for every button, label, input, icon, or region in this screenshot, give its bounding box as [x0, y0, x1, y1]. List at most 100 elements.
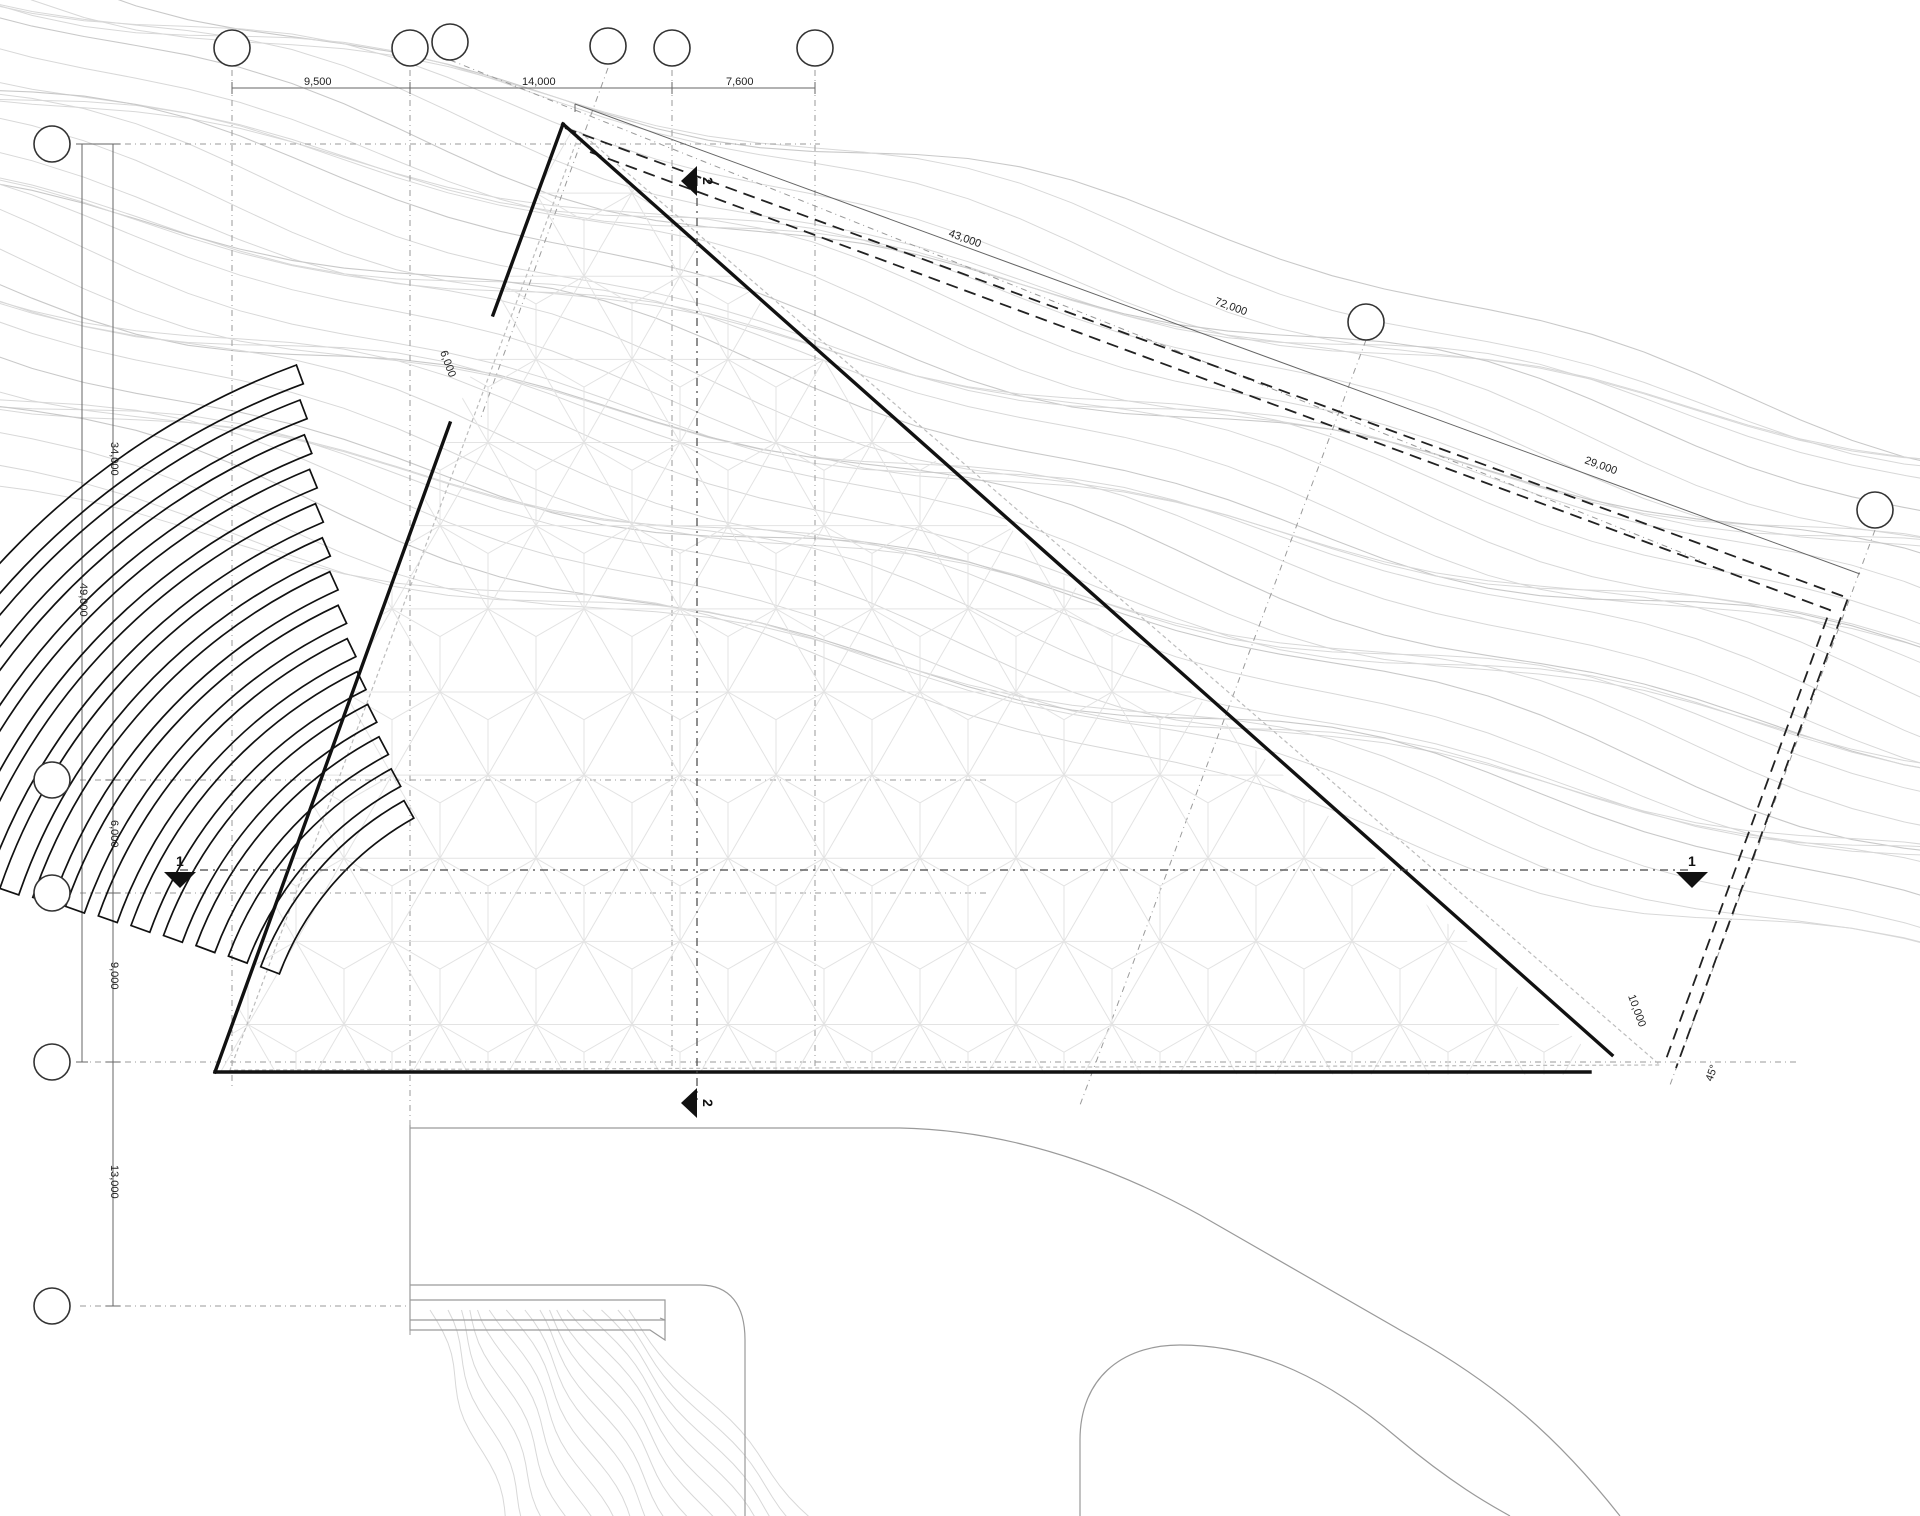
grid-bubble-top-5 — [653, 29, 691, 67]
contour-line — [566, 1309, 737, 1516]
dim-left-lower: 9,000 — [108, 962, 120, 990]
contour-line — [0, 406, 1920, 845]
dim-top-2: 14,000 — [522, 76, 556, 88]
grid-bubble-diag-1 — [1347, 303, 1385, 341]
contour-line — [549, 1309, 688, 1516]
contour-line — [628, 1309, 809, 1516]
grid-bubble-left-2 — [33, 761, 71, 799]
dim-left-upper: 34,000 — [108, 442, 120, 476]
dim-top-1: 9,500 — [304, 76, 332, 88]
grid-bubble-left-4 — [33, 1043, 71, 1081]
contour-line — [0, 485, 1920, 943]
seating-row — [0, 536, 332, 896]
contour-line — [117, 0, 1920, 461]
contour-line — [447, 1309, 522, 1516]
dashed-canopy-outline — [564, 127, 1850, 1069]
seating-row — [0, 363, 305, 595]
contour-line — [556, 1309, 714, 1516]
dim-diag-segment-b: 29,000 — [1583, 455, 1619, 478]
contour-line — [505, 1309, 631, 1516]
section-marker-1-right: 1 — [1676, 853, 1708, 888]
contour-line — [0, 464, 1920, 943]
contour-line — [0, 208, 1920, 738]
contour-line — [429, 1309, 506, 1516]
contour-line — [488, 1309, 614, 1516]
terrain-contours-upper — [0, 0, 1920, 943]
seating-row — [97, 637, 358, 924]
dim-left-middle: 6,000 — [108, 820, 120, 848]
contour-line — [0, 4, 1920, 479]
contour-line — [477, 1309, 592, 1516]
seating-row — [31, 570, 340, 905]
contour-line — [0, 284, 1920, 769]
contour-line — [0, 177, 1920, 648]
dim-left-overall: 49,000 — [77, 583, 89, 617]
seating-row — [0, 468, 319, 773]
contour-line — [0, 303, 1920, 792]
grid-bubble-top-1 — [213, 29, 251, 67]
contour-line — [0, 301, 1920, 769]
grid-bubble-left-1 — [33, 125, 71, 163]
seating-row — [0, 433, 313, 707]
seating-row — [259, 799, 415, 975]
grid-bubble-top-4 — [589, 27, 627, 65]
contour-line — [0, 183, 1920, 698]
contour-line — [0, 93, 1920, 589]
contour-line — [0, 117, 1920, 625]
dim-diag-overall: 72,000 — [1213, 296, 1249, 319]
contour-line — [0, 408, 1920, 847]
contour-line — [0, 356, 1920, 851]
building-walls — [212, 121, 1615, 1075]
contour-line — [0, 82, 1920, 547]
contour-line — [601, 1309, 770, 1516]
contour-line — [0, 183, 1920, 648]
grid-bubbles — [33, 23, 1894, 1325]
contour-line — [0, 100, 1920, 540]
seating-row — [64, 604, 348, 915]
contour-line — [0, 98, 1920, 538]
section-marker-2-top: 2 — [681, 166, 716, 196]
contour-line — [582, 1309, 755, 1516]
roof-inner-edge — [229, 131, 1662, 1071]
seating-row — [0, 502, 325, 851]
grid-bubble-diag-2 — [1856, 491, 1894, 529]
grid-bubble-top-3 — [431, 23, 469, 61]
contour-line — [0, 321, 1920, 826]
contour-line — [0, 406, 1920, 896]
section-marker-2-bottom: 2 — [681, 1088, 716, 1118]
contour-line — [524, 1309, 646, 1516]
seating-rows — [0, 363, 415, 975]
contour-line — [617, 1309, 787, 1516]
contour-line — [30, 0, 1920, 467]
structural-grid — [80, 59, 1876, 1335]
site-boundary — [409, 1125, 1621, 1516]
seating-row — [129, 670, 368, 934]
dim-angle: 45° — [1704, 1063, 1721, 1083]
grid-bubble-left-3 — [33, 874, 71, 912]
dim-right-edge: 10,000 — [1625, 993, 1648, 1029]
seating-row — [0, 398, 309, 649]
contour-line — [0, 48, 1920, 539]
grid-bubble-top-2 — [391, 29, 429, 67]
seating-row — [162, 703, 378, 944]
contour-line — [0, 248, 1920, 764]
seating-row — [227, 767, 402, 965]
seating-row — [194, 735, 390, 954]
dimension-lines — [76, 82, 1861, 1307]
contour-line — [0, 179, 1920, 663]
section-marker-1-left: 1 — [164, 853, 196, 888]
terrain-contours-lower — [429, 1309, 809, 1516]
dim-top-3: 7,600 — [726, 76, 754, 88]
contour-line — [0, 300, 1920, 764]
grid-bubble-top-6 — [796, 29, 834, 67]
section-cuts — [180, 178, 1690, 1100]
contour-line — [461, 1309, 541, 1516]
contour-line — [0, 399, 1920, 862]
contour-line — [469, 1309, 566, 1516]
svg-text:1: 1 — [176, 853, 184, 869]
svg-text:2: 2 — [700, 1099, 716, 1107]
dim-left-bottom: 13,000 — [108, 1165, 120, 1199]
contour-line — [539, 1309, 664, 1516]
grid-bubble-left-5 — [33, 1287, 71, 1325]
